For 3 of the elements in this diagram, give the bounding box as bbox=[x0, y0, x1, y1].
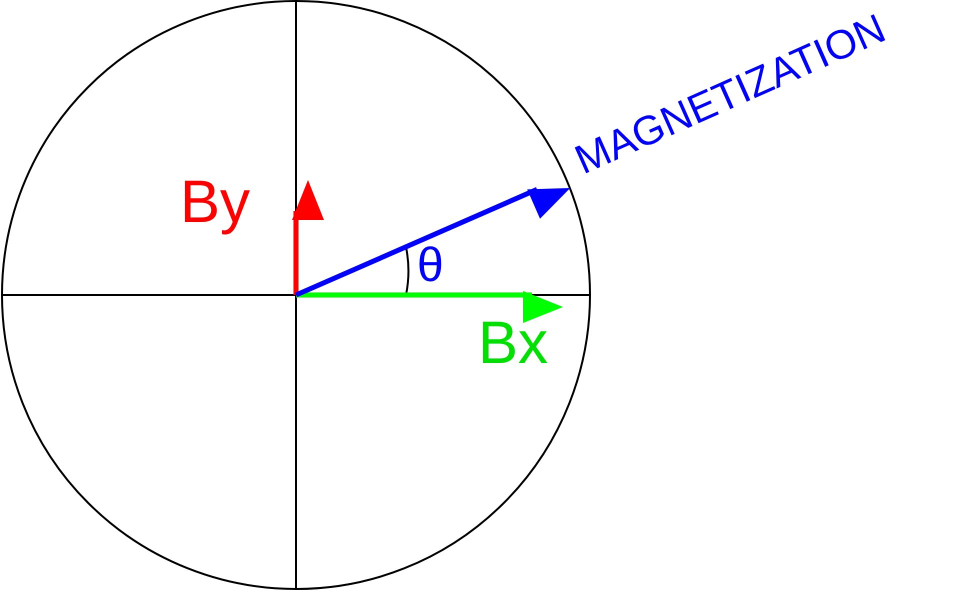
angle-label: θ bbox=[417, 242, 444, 290]
vector-label: By bbox=[180, 172, 250, 232]
vector-label: Bx bbox=[478, 313, 548, 373]
